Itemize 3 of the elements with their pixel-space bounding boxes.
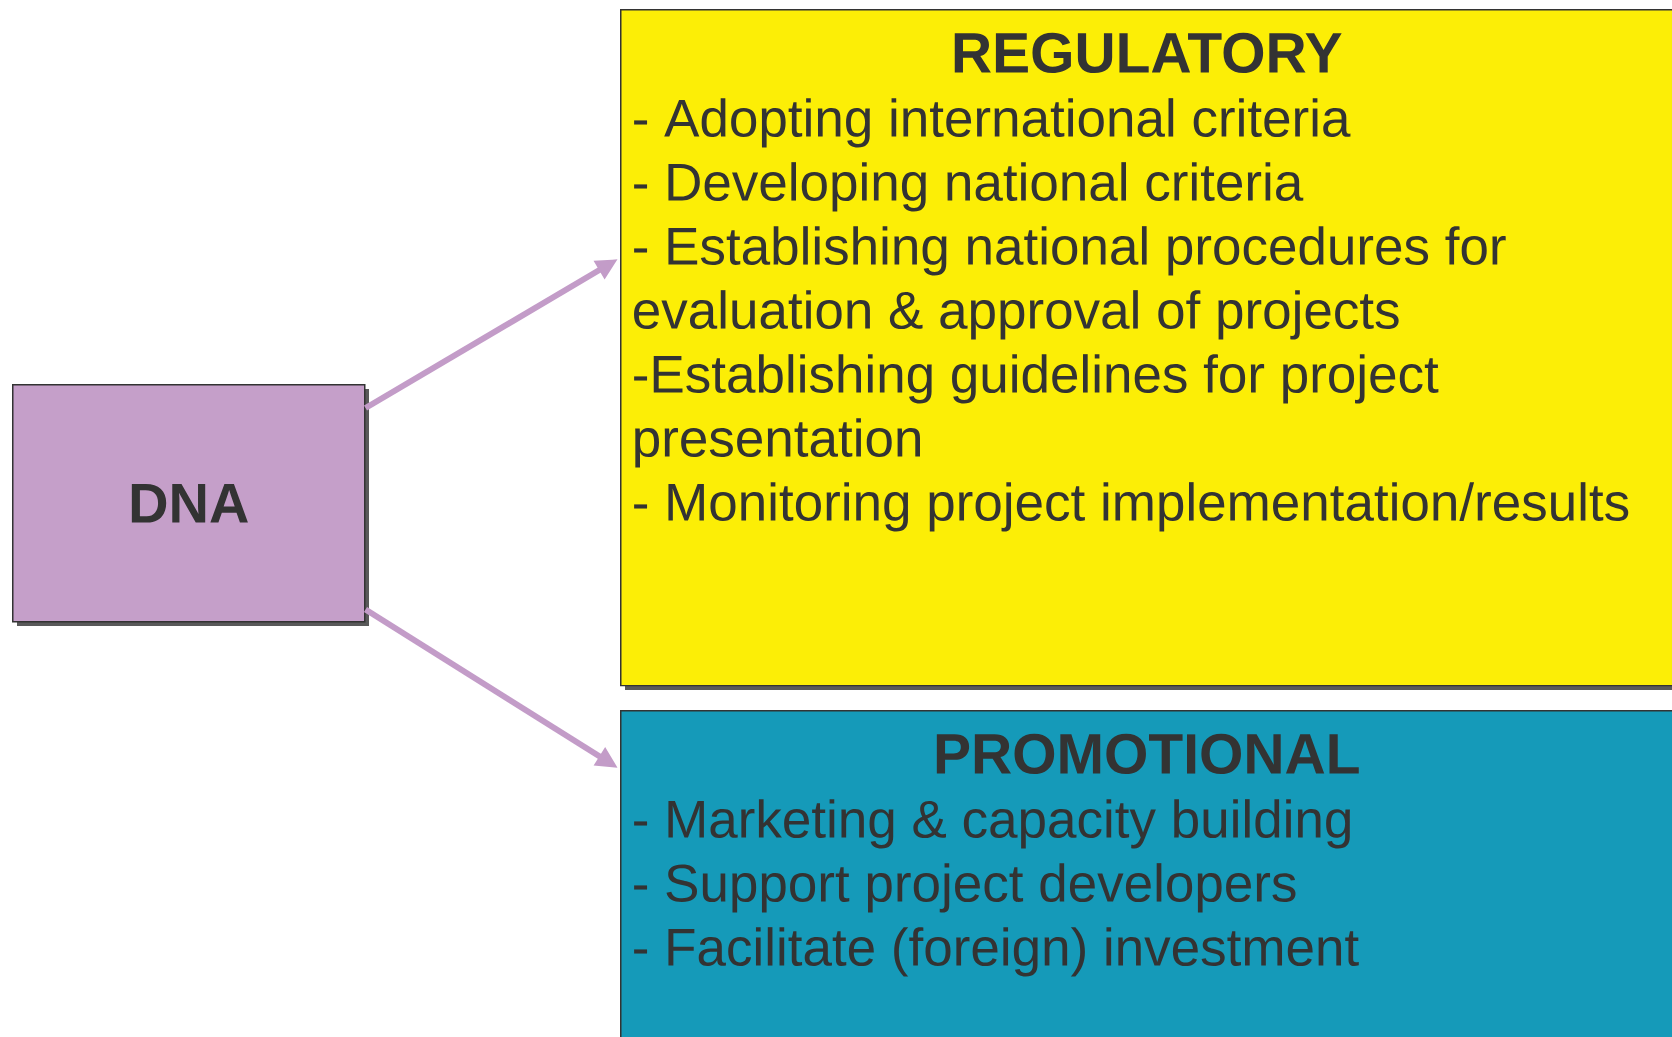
regulatory-box: REGULATORY - Adopting international criteria - Developing national criteria - Establishing national procedures for evaluation & approval of projects -Establishing guidelines for project presentation - Monitoring project implementation/results [620, 9, 1672, 690]
dna-box: DNA [12, 384, 369, 626]
promotional-box: PROMOTIONAL - Marketing & capacity building - Support project developers - Facilitate (foreign) investment [620, 710, 1672, 1037]
